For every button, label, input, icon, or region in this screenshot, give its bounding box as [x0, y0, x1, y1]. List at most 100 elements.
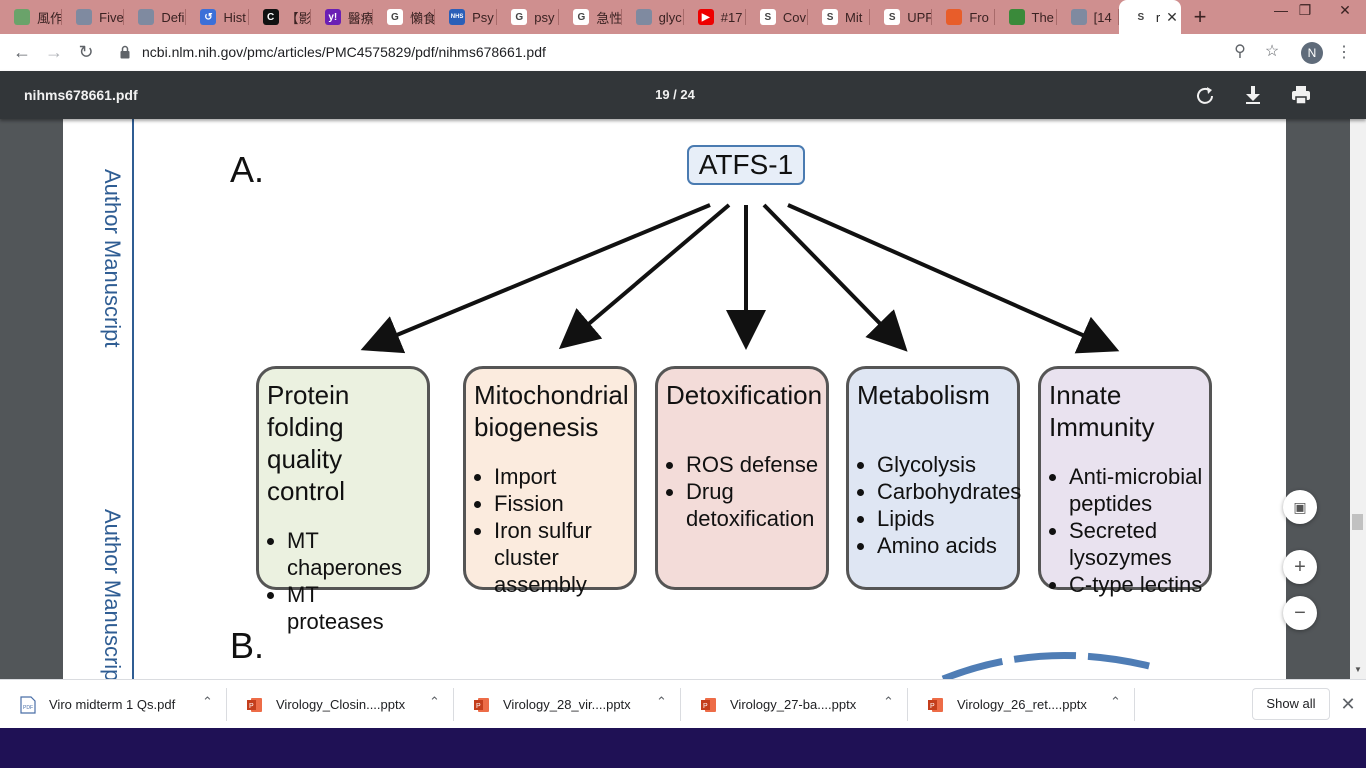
tab-title: Five: [99, 9, 124, 25]
profile-avatar[interactable]: N: [1301, 42, 1323, 64]
download-item[interactable]: P Virology_26_ret....pptx ⌃: [908, 680, 1135, 729]
zoom-out-button[interactable]: −: [1283, 596, 1317, 630]
pathway-box: MetabolismGlycolysisCarbohydratesLipidsA…: [846, 366, 1021, 590]
scroll-down-arrow-icon[interactable]: ▼: [1354, 665, 1362, 674]
atfs1-root-node: ATFS-1: [687, 145, 805, 185]
back-button[interactable]: ←: [13, 42, 31, 62]
globe-icon: [138, 9, 155, 25]
download-separator: [226, 688, 227, 721]
minimize-button[interactable]: —: [1274, 2, 1288, 18]
bookmark-star-icon[interactable]: ☆: [1264, 43, 1280, 60]
browser-tab[interactable]: glyc: [622, 0, 684, 34]
show-all-button[interactable]: Show all: [1252, 688, 1330, 720]
journal-icon: [1008, 9, 1025, 25]
google-icon: G: [573, 9, 590, 25]
tab-title: The: [1031, 9, 1054, 25]
new-tab-button[interactable]: +: [1193, 4, 1207, 29]
print-icon[interactable]: [1289, 83, 1313, 107]
browser-tab[interactable]: Defi: [124, 0, 187, 34]
browser-menu-icon[interactable]: ⋮: [1336, 44, 1352, 61]
tab-separator: [61, 9, 63, 25]
tab-separator: [682, 9, 684, 25]
pathway-items: ROS defenseDrug detoxification: [666, 451, 820, 532]
download-icon[interactable]: [1241, 83, 1265, 107]
close-shelf-icon[interactable]: ✕: [1340, 694, 1356, 714]
tab-title: r: [1155, 9, 1161, 25]
nhs-icon: NHS: [449, 9, 466, 25]
tab-separator: [185, 9, 187, 25]
author-manuscript-label: Author Manuscript: [100, 169, 125, 348]
powerpoint-file-icon: P: [928, 697, 943, 712]
pdf-toolbar: nihms678661.pdf 19 / 24: [0, 71, 1366, 119]
tab-separator: [1055, 9, 1057, 25]
tab-separator: [309, 9, 311, 25]
download-filename: Virology_26_ret....pptx: [957, 697, 1087, 712]
scrollbar[interactable]: ▲ ▼: [1350, 71, 1366, 679]
pathway-item: Glycolysis: [877, 451, 1011, 478]
chevron-up-icon[interactable]: ⌃: [883, 694, 894, 709]
chevron-up-icon[interactable]: ⌃: [656, 694, 667, 709]
tab-separator: [993, 9, 995, 25]
pathway-items: Anti-microbial peptidesSecreted lysozyme…: [1049, 463, 1203, 598]
browser-tab[interactable]: C【影: [249, 0, 311, 34]
window-close-button[interactable]: ✕: [1339, 2, 1351, 18]
youtube-icon: ▶: [697, 9, 714, 25]
fit-page-icon[interactable]: ▣: [1283, 490, 1317, 524]
google-icon: G: [511, 9, 528, 25]
browser-tab[interactable]: ↺Hist: [186, 0, 249, 34]
browser-tab[interactable]: 風作: [0, 0, 63, 34]
ncbi-icon: S: [884, 9, 901, 25]
tab-separator: [496, 9, 498, 25]
scrollbar-thumb[interactable]: [1352, 514, 1363, 530]
browser-tab[interactable]: [14: [1057, 0, 1119, 34]
browser-tab[interactable]: Fro: [932, 0, 995, 34]
forward-button[interactable]: →: [45, 42, 63, 62]
pathway-heading-line: Protein folding: [267, 380, 350, 442]
pathway-heading: Detoxification: [666, 379, 822, 411]
arrow-to-metabolism: [762, 203, 908, 352]
zoom-icon[interactable]: ⚲: [1234, 43, 1246, 60]
reload-button[interactable]: ↻: [78, 42, 94, 62]
tab-title: Psy: [472, 9, 494, 25]
google-icon: G: [386, 9, 403, 25]
zoom-in-button[interactable]: +: [1283, 550, 1317, 584]
browser-tab[interactable]: ▶#17: [684, 0, 746, 34]
tab-separator: [247, 9, 249, 25]
lock-icon: [120, 45, 130, 59]
browser-tab[interactable]: The: [995, 0, 1057, 34]
pathway-item: Import: [494, 463, 628, 490]
address-bar[interactable]: ncbi.nlm.nih.gov/pmc/articles/PMC4575829…: [110, 37, 1290, 67]
browser-tab[interactable]: NHS Psy: [435, 0, 498, 34]
ncbi-icon: S: [1132, 9, 1149, 25]
browser-tab[interactable]: y!醫療: [311, 0, 373, 34]
restore-button[interactable]: ❐: [1298, 2, 1312, 18]
chevron-up-icon[interactable]: ⌃: [1110, 694, 1121, 709]
chevron-up-icon[interactable]: ⌃: [429, 694, 440, 709]
pathway-item: MT chaperones: [287, 527, 421, 581]
frontiers-icon: [946, 9, 963, 25]
close-tab-icon[interactable]: ✕: [1166, 8, 1178, 25]
url-text[interactable]: ncbi.nlm.nih.gov/pmc/articles/PMC4575829…: [142, 44, 546, 60]
browser-tab[interactable]: Five: [62, 0, 125, 34]
svg-text:P: P: [249, 703, 254, 710]
rotate-icon[interactable]: [1193, 83, 1217, 107]
tab-separator: [807, 9, 809, 25]
download-separator: [1134, 688, 1135, 721]
chevron-up-icon[interactable]: ⌃: [202, 694, 213, 709]
arrow-to-innate-immunity: [787, 203, 1120, 354]
pathway-items: ImportFissionIron sulfur cluster assembl…: [474, 463, 628, 598]
